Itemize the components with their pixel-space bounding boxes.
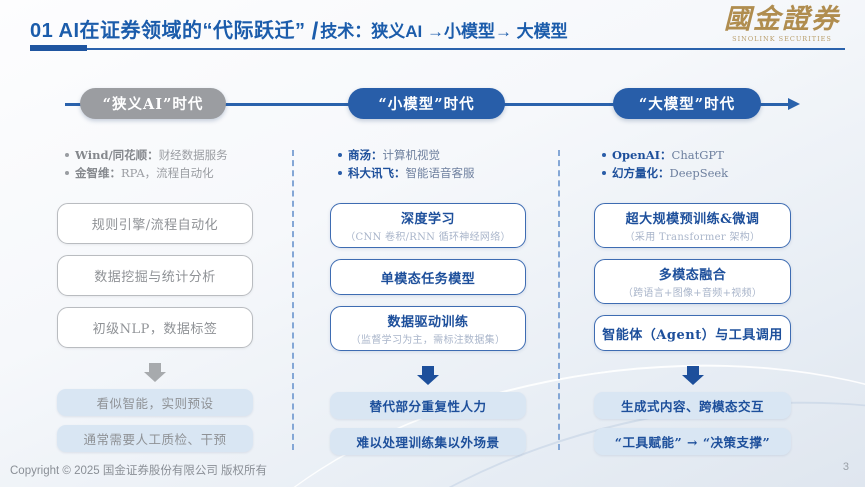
capability-box: 智能体（Agent）与工具调用 <box>594 315 791 351</box>
capability-box: 数据挖掘与统计分析 <box>57 255 253 296</box>
result-box: 替代部分重复性人力 <box>330 392 526 419</box>
bullet-dot-icon <box>602 170 606 175</box>
page-number: 3 <box>842 461 849 473</box>
capability-box: 初级NLP，数据标签 <box>57 307 253 348</box>
column-divider <box>292 150 294 450</box>
bullet-item: 金智维：RPA，流程自动化 <box>65 165 253 183</box>
capability-box: 单模态任务模型 <box>330 259 526 295</box>
bullet-dot-icon <box>65 170 69 175</box>
capability-box: 深度学习 （CNN 卷积/RNN 循环神经网络） <box>330 203 526 248</box>
bullet-dot-icon <box>338 170 342 175</box>
page-title-separator: / <box>311 18 319 45</box>
column-large-model: OpenAI：ChatGPT 幻方量化：DeepSeek 超大规模预训练&微调 … <box>594 147 791 464</box>
timeline-arrowhead-icon <box>788 98 800 110</box>
footer-copyright: Copyright © 2025 国金证券股份有限公司 版权所有 <box>10 465 268 477</box>
era-badge-small-model: “小模型”时代 <box>348 88 505 119</box>
example-bullets: OpenAI：ChatGPT 幻方量化：DeepSeek <box>594 147 791 203</box>
result-box: 难以处理训练集以外场景 <box>330 428 526 455</box>
example-bullets: 商汤：计算机视觉 科大讯飞：智能语音客服 <box>330 147 526 203</box>
capability-box: 超大规模预训练&微调 （采用 Transformer 架构） <box>594 203 791 248</box>
result-box: 生成式内容、跨模态交互 <box>594 392 791 419</box>
bullet-dot-icon <box>338 153 342 157</box>
company-logo: 國金證券 Sinolink Securities <box>717 6 847 43</box>
result-box: 通常需要人工质检、干预 <box>57 425 253 452</box>
title-underline <box>30 48 845 50</box>
title-underline-accent <box>30 45 87 51</box>
result-box: 看似智能，实则预设 <box>57 389 253 416</box>
era-badge-large-model: “大模型”时代 <box>613 88 761 119</box>
column-divider <box>558 150 560 450</box>
column-narrow-ai: Wind/同花顺：财经数据服务 金智维：RPA，流程自动化 规则引擎/流程自动化… <box>57 147 253 461</box>
logo-subtext: Sinolink Securities <box>732 35 832 43</box>
page-title-sub: 技术：狭义AI →小模型→ 大模型 <box>320 22 568 41</box>
example-bullets: Wind/同花顺：财经数据服务 金智维：RPA，流程自动化 <box>57 147 253 203</box>
bullet-item: 幻方量化：DeepSeek <box>602 165 791 183</box>
page-title: 01 AI在证券领域的“代际跃迁”/技术：狭义AI →小模型→ 大模型 <box>30 14 568 46</box>
capability-box: 数据驱动训练 （监督学习为主，需标注数据集） <box>330 306 526 351</box>
logo-text: 國金證券 <box>724 4 840 35</box>
bullet-item: OpenAI：ChatGPT <box>602 147 791 165</box>
bullet-item: 科大讯飞：智能语音客服 <box>338 165 526 183</box>
column-small-model: 商汤：计算机视觉 科大讯飞：智能语音客服 深度学习 （CNN 卷积/RNN 循环… <box>330 147 526 464</box>
capability-box: 多模态融合 （跨语言+图像+音频+视频） <box>594 259 791 304</box>
bullet-item: Wind/同花顺：财经数据服务 <box>65 147 253 165</box>
bullet-dot-icon <box>602 153 606 157</box>
capability-box: 规则引擎/流程自动化 <box>57 203 253 244</box>
bullet-dot-icon <box>65 153 69 157</box>
bullet-item: 商汤：计算机视觉 <box>338 147 526 165</box>
era-badge-narrow-ai: “狭义AI”时代 <box>80 88 226 119</box>
result-box: “工具赋能” → “决策支撑” <box>594 428 791 455</box>
page-title-main: 01 AI在证券领域的“代际跃迁” <box>30 20 306 42</box>
